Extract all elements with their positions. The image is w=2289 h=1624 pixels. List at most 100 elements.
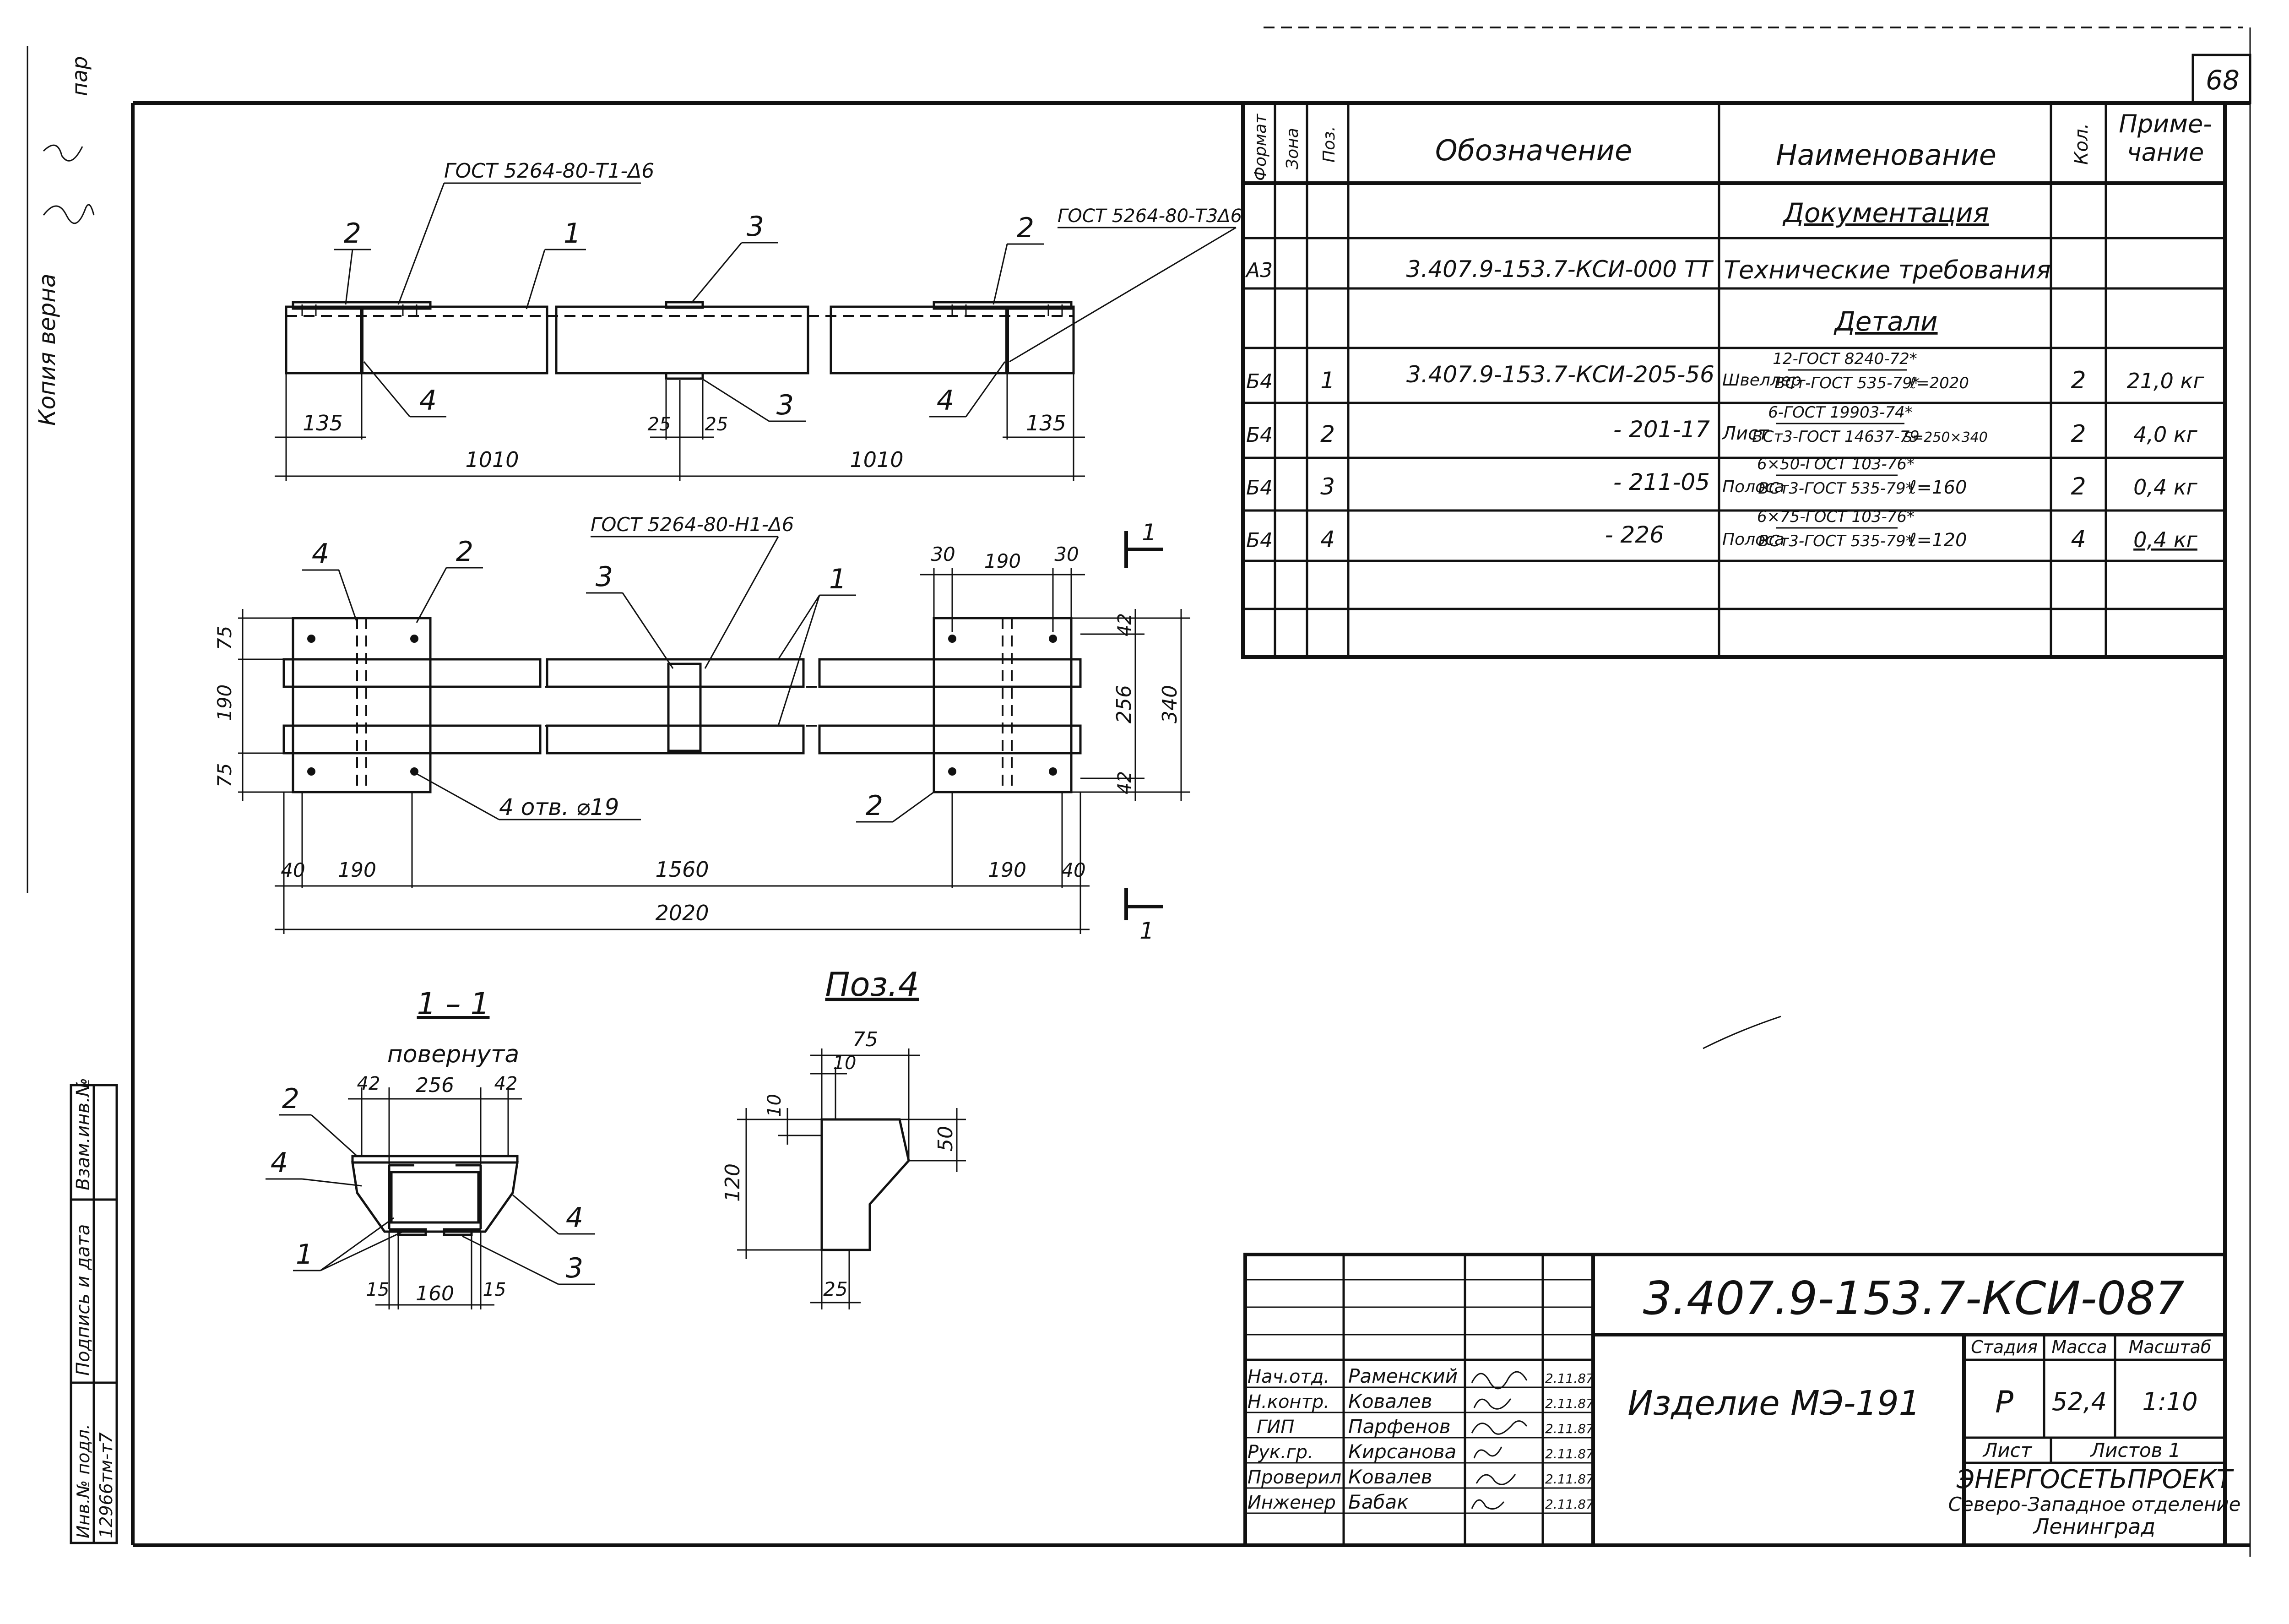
sig-date: 2.11.87 [1545, 1497, 1594, 1512]
sig-name: Раменский [1348, 1365, 1458, 1387]
inv-orig-label: Инв.№ подл. [73, 1424, 93, 1538]
row-spec-top: 6×50-ГОСТ 103-76* [1757, 455, 1915, 473]
sec-dim-42a: 42 [357, 1073, 380, 1094]
sig-role: Рук.гр. [1248, 1442, 1313, 1463]
row-size: ℓ=2020 [1909, 374, 1969, 392]
dim-25-right: 25 [705, 414, 728, 435]
signature-row: Инженер Бабак 2.11.87 [1248, 1491, 1594, 1513]
row-qty: 2 [2071, 473, 2086, 500]
inv-replace-label: Взам.инв.№ [73, 1078, 94, 1190]
side-stamp: Взам.инв.№ Подпись и дата Инв.№ подл. 12… [70, 1078, 118, 1544]
table-row: Б4 4 - 226 Полоса 6×75-ГОСТ 103-76* ВСт3… [1246, 508, 2198, 553]
sec-callout-1: 1 [296, 1238, 313, 1271]
weld-note-right: ГОСТ 5264-80-Т3Δ6 [1058, 206, 1242, 227]
sig-role: Нач.отд. [1248, 1366, 1329, 1387]
row-note: 0,4 кг [2133, 475, 2198, 500]
dim-right-42b: 42 [1114, 771, 1135, 794]
front-view: ГОСТ 5264-80-Т1-Δ6 ГОСТ 5264-80-Т3Δ6 2 1… [275, 159, 1242, 481]
row-format: Б4 [1246, 529, 1273, 552]
signature-mark [1475, 1474, 1516, 1485]
row-spec-bottom: ВСт3-ГОСТ 14637-79 [1752, 428, 1919, 446]
page-number: 68 [2206, 65, 2240, 96]
dim-right-42a: 42 [1114, 613, 1135, 636]
header-zone: Зона [1283, 128, 1302, 169]
plan-callout-2-right: 2 [866, 790, 883, 822]
row-qty: 2 [2071, 367, 2086, 394]
callout-2: 2 [344, 217, 361, 250]
header-qty: Кол. [2071, 123, 2092, 165]
dim-135-left: 135 [303, 411, 343, 435]
dim-bottom-190b: 190 [988, 858, 1026, 882]
mass-label: Масса [2051, 1337, 2107, 1357]
stage-value: Р [1995, 1385, 2013, 1420]
section-subtitle: повернута [387, 1041, 519, 1068]
signature-mark [1471, 1420, 1528, 1435]
sig-name: Кирсанова [1348, 1440, 1456, 1463]
row-pos: 3 [1320, 473, 1335, 500]
callout-3-top: 3 [747, 211, 764, 243]
sig-date: 2.11.87 [1545, 1421, 1594, 1436]
dim-total-2020: 2020 [655, 901, 709, 925]
mass-value: 52,4 [2052, 1387, 2107, 1416]
callout-2-right: 2 [1017, 212, 1034, 244]
dim-left-190: 190 [213, 684, 236, 721]
row-pos: 2 [1320, 421, 1335, 447]
sign-date-label: Подпись и дата [73, 1224, 94, 1376]
signature-row: Нач.отд. Раменский 2.11.87 [1248, 1365, 1594, 1390]
sig-name: Ковалев [1348, 1466, 1432, 1488]
row-spec-top: 6-ГОСТ 19903-74* [1768, 403, 1913, 422]
dim-1010-right: 1010 [850, 447, 903, 472]
row-designation: - 201-17 [1613, 416, 1710, 443]
org-line-1: ЭНЕРГОСЕТЬПРОЕКТ [1956, 1465, 2234, 1494]
row-size: S=250×340 [1904, 429, 1988, 445]
pos4-dim-10-side: 10 [764, 1094, 785, 1117]
callout-4-left: 4 [419, 385, 437, 417]
row-designation: - 211-05 [1613, 469, 1710, 495]
plan-holes-note: 4 отв. ⌀19 [499, 794, 619, 820]
signature-mark [1473, 1398, 1512, 1410]
row-designation: 3.407.9-153.7-КСИ-205-56 [1406, 361, 1714, 388]
sec-callout-2: 2 [282, 1083, 299, 1115]
sig-role: Н.контр. [1248, 1391, 1329, 1412]
weld-note-mid: ГОСТ 5264-80-Н1-Δ6 [591, 513, 794, 536]
sec-dim-15a: 15 [366, 1279, 390, 1300]
pos4-dim-25: 25 [823, 1278, 847, 1300]
signature-row: Н.контр. Ковалев 2.11.87 [1248, 1390, 1594, 1412]
dim-right-340: 340 [1158, 685, 1182, 723]
spec-table: Формат Зона Поз. Обозначение Наименовани… [1241, 101, 2227, 659]
row-spec-top: 12-ГОСТ 8240-72* [1773, 350, 1917, 368]
table-row: Б4 2 - 201-17 Лист 6-ГОСТ 19903-74* ВСт3… [1246, 403, 2198, 448]
table-row: Б4 1 3.407.9-153.7-КСИ-205-56 Швеллер 12… [1246, 350, 2204, 394]
row-pos: 4 [1320, 526, 1335, 553]
dim-135-right: 135 [1026, 411, 1066, 435]
pos4-dim-50: 50 [934, 1126, 957, 1151]
row-item: Полоса [1722, 530, 1785, 549]
pos4-dim-120: 120 [721, 1163, 744, 1202]
sig-name: Парфенов [1348, 1415, 1451, 1438]
row-spec-bottom: ВСт3-ГОСТ 535-79* [1758, 479, 1913, 498]
weld-note-left: ГОСТ 5264-80-Т1-Δ6 [444, 159, 654, 183]
dim-bottom-190a: 190 [338, 858, 376, 882]
sig-role: Инженер [1248, 1492, 1336, 1513]
dim-1010-left: 1010 [465, 447, 519, 472]
row-note: 0,4 кг [2133, 527, 2198, 552]
callout-3-bottom: 3 [776, 389, 794, 421]
row-size: ℓ=120 [1909, 530, 1967, 551]
dim-bottom-40b: 40 [1061, 859, 1085, 881]
signature-mark [1473, 1446, 1502, 1459]
scale-label: Масштаб [2129, 1337, 2212, 1357]
stage-label: Стадия [1971, 1337, 2038, 1357]
section-view: 1 – 1 повернута 42 256 42 15 160 15 2 4 [266, 986, 595, 1309]
sig-name: Ковалев [1348, 1390, 1432, 1412]
row-item: Швеллер [1722, 371, 1801, 390]
plan-callout-2: 2 [456, 536, 473, 568]
sig-date: 2.11.87 [1545, 1396, 1594, 1411]
row-spec-bottom: ВСт3-ГОСТ 535-79* [1758, 532, 1913, 550]
inv-number: 12966тм-т7 [96, 1432, 116, 1538]
signature-mark [1471, 1499, 1505, 1510]
doc-row-name: Технические требования [1724, 255, 2051, 284]
header-designation: Обозначение [1435, 134, 1632, 167]
callout-4-right: 4 [937, 385, 954, 417]
row-size: ℓ=160 [1909, 477, 1967, 498]
org-line-3: Ленинград [2033, 1514, 2155, 1539]
